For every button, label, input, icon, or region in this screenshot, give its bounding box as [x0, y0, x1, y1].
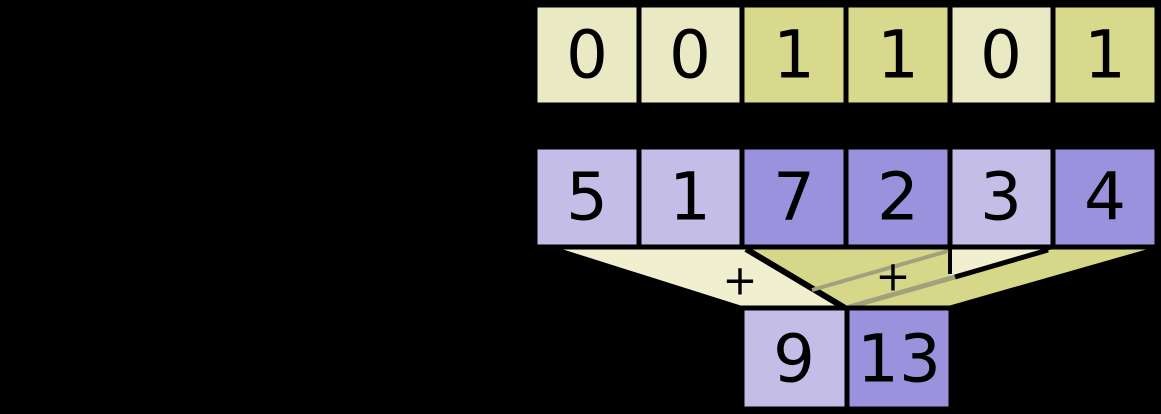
funnel-edge-left-slope [554, 247, 743, 310]
funnel-group: + + [554, 246, 1158, 311]
result-cell: 13 [844, 305, 954, 412]
value-cell-value: 5 [566, 159, 608, 236]
value-cell: 2 [843, 144, 953, 250]
value-row: 5 1 7 2 3 4 [532, 144, 1160, 250]
mask-row: 0 0 1 1 0 1 [532, 2, 1160, 108]
plus-sign-selected: + [875, 252, 910, 301]
value-cell-value: 1 [669, 159, 711, 236]
value-cell-box [636, 144, 745, 250]
mask-cell-value: 1 [877, 17, 919, 94]
value-cell-value: 2 [877, 159, 919, 236]
value-cell-value: 3 [980, 159, 1022, 236]
value-cell: 1 [636, 144, 745, 250]
value-cell: 7 [739, 144, 849, 250]
value-cell: 3 [947, 144, 1056, 250]
mask-cell: 0 [636, 2, 745, 108]
value-cell-value: 4 [1084, 159, 1126, 236]
mask-cell-value: 0 [980, 17, 1022, 94]
value-cell-value: 7 [773, 159, 815, 236]
value-cell: 4 [1050, 144, 1160, 250]
mask-cell: 1 [739, 2, 849, 108]
result-cell-value: 13 [857, 321, 941, 398]
value-cell-box [1050, 144, 1160, 250]
result-cell-box [844, 305, 954, 412]
result-cell-box [739, 305, 850, 412]
mask-cell-box [1050, 2, 1160, 108]
mask-cell-value: 1 [1084, 17, 1126, 94]
funnel-edge-steep-upper [954, 247, 1049, 280]
mask-cell-box [947, 2, 1056, 108]
mask-cell: 0 [947, 2, 1056, 108]
mask-cell: 0 [532, 2, 642, 108]
mask-cell-value: 0 [669, 17, 711, 94]
funnel-unselected-main [555, 249, 845, 308]
value-cell: 5 [532, 144, 642, 250]
mask-cell: 1 [843, 2, 953, 108]
mask-cell-box [636, 2, 745, 108]
funnel-selected-branch [845, 249, 1157, 308]
value-cell-box [739, 144, 849, 250]
mask-cell-box [739, 2, 849, 108]
mask-cell-value: 1 [773, 17, 815, 94]
result-cell: 9 [739, 305, 850, 412]
funnel-edge-steep-lower-occluded [848, 274, 956, 310]
funnel-edge-branch-left-occluded [811, 249, 949, 292]
value-cell-box [532, 144, 642, 250]
value-cell-box [947, 144, 1056, 250]
result-row: 9 13 [739, 305, 954, 412]
plus-sign-unselected: + [722, 256, 757, 305]
funnel-edge-right-slope [949, 246, 1158, 311]
mask-cell: 1 [1050, 2, 1160, 108]
funnel-edge-center-diagonal [744, 246, 847, 311]
result-cell-value: 9 [773, 321, 815, 398]
mask-cell-value: 0 [566, 17, 608, 94]
